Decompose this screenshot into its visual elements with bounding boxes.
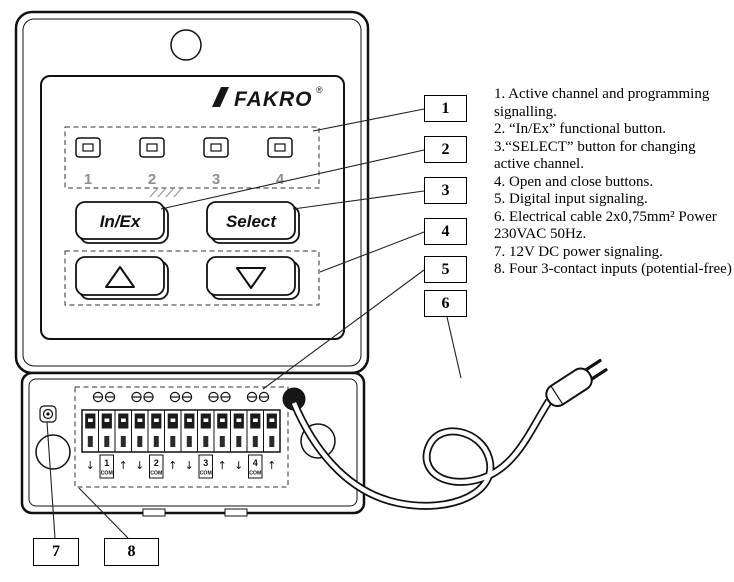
callout-8: 8: [104, 538, 159, 566]
leader-lines: [46, 108, 462, 539]
svg-text:↑: ↑: [218, 459, 227, 472]
brand-text: FAKRO: [234, 88, 313, 111]
open-button: [75, 256, 169, 300]
svg-text:COM: COM: [200, 471, 212, 477]
plug-pin: [589, 368, 608, 382]
callout-5: 5: [424, 256, 467, 283]
inex-button: In/Ex: [75, 201, 169, 244]
logo-slash-icon: [212, 87, 229, 107]
down-arrow-icon: [236, 267, 266, 289]
callout-1: 1: [424, 95, 467, 122]
terminal-block: ↓ 1 COM ↑ ↓ 2 COM ↑ ↓ 3 COM: [74, 386, 289, 488]
legend-item: 3.“SELECT” button for changing active ch…: [494, 138, 696, 173]
svg-text:2: 2: [154, 458, 159, 468]
channel-label-3: 3: [212, 171, 220, 188]
legend-item: 5. Digital input signaling.: [494, 191, 648, 207]
arrow-buttons: [64, 250, 320, 306]
power-led: [39, 405, 57, 423]
callout-7: 7: [33, 538, 79, 566]
callout-2: 2: [424, 136, 467, 163]
bottom-tab: [142, 508, 166, 517]
plug-pin: [583, 359, 602, 373]
svg-text:COM: COM: [249, 471, 261, 477]
input-group-1: ↓ 1 COM ↑: [86, 454, 128, 479]
channel-label-4: 4: [276, 171, 285, 188]
svg-text:↓: ↓: [234, 459, 243, 472]
svg-text:↑: ↑: [267, 459, 276, 472]
legend-item: 4. Open and close buttons.: [494, 173, 654, 190]
svg-text:COM: COM: [150, 471, 162, 477]
svg-text:3: 3: [203, 458, 208, 468]
terminal-labels: ↓ 1 COM ↑ ↓ 2 COM ↑ ↓ 3 COM: [86, 454, 276, 479]
legend-item: 2. “In/Ex” functional button.: [494, 121, 667, 137]
svg-text:↑: ↑: [119, 459, 128, 472]
fakro-logo: FAKRO ®: [212, 85, 323, 111]
up-arrow-icon: [105, 266, 135, 288]
svg-text:↓: ↓: [185, 459, 194, 472]
input-group-2: ↓ 2 COM ↑: [135, 454, 177, 479]
callout-3: 3: [424, 177, 467, 204]
led-window-1: [75, 137, 101, 158]
legend-item: 6. Electrical cable 2x0,75mm² Power 230V…: [494, 208, 717, 243]
svg-text:↓: ↓: [135, 459, 144, 472]
close-button: [206, 256, 300, 300]
mount-hole: [170, 29, 202, 61]
svg-text:↑: ↑: [168, 459, 177, 472]
select-button: Select: [206, 201, 300, 244]
power-cable: [282, 359, 608, 510]
svg-text:1: 1: [104, 458, 109, 468]
input-group-3: ↓ 3 COM ↑: [185, 454, 227, 479]
channel-label-1: 1: [84, 171, 92, 188]
front-panel: [40, 75, 345, 340]
screw-hole-right: [300, 423, 336, 459]
hatch-marks: [149, 188, 182, 198]
inex-button-label: In/Ex: [100, 212, 142, 231]
function-buttons: In/Ex Select: [75, 201, 300, 244]
led-window-2: [139, 137, 165, 158]
registered-mark: ®: [316, 85, 323, 95]
legend-item: 1. Active channel and programming signal…: [494, 86, 710, 120]
device-upper-housing: [14, 10, 370, 375]
callout-4: 4: [424, 218, 467, 245]
legend-item: 7. 12V DC power signaling.: [494, 243, 663, 260]
led-window-4: [267, 137, 293, 158]
bottom-tab: [224, 508, 248, 517]
led-window-3: [203, 137, 229, 158]
power-plug: [545, 359, 608, 408]
svg-text:↓: ↓: [86, 459, 95, 472]
svg-text:4: 4: [253, 458, 258, 468]
legend-item: 8. Four 3-contact inputs (potential-free…: [494, 261, 732, 277]
channel-label-2: 2: [148, 171, 156, 188]
screw-hole-left: [35, 434, 71, 470]
channel-indicators: 1 2 3 4: [64, 126, 320, 198]
select-button-label: Select: [226, 212, 277, 231]
legend: 1. Active channel and programming signal…: [494, 86, 734, 279]
callout-6: 6: [424, 290, 467, 317]
input-group-4: ↓ 4 COM ↑: [234, 454, 276, 479]
svg-text:COM: COM: [101, 471, 113, 477]
